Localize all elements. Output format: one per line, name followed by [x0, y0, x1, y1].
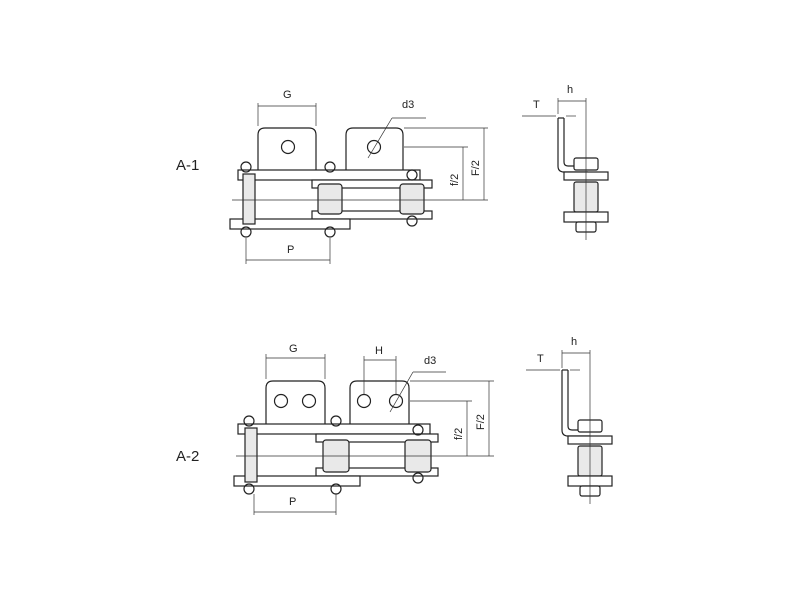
a1-hole-left — [280, 139, 296, 155]
a2-pin-head-bottom — [243, 483, 255, 495]
a2-hole-left-2 — [301, 393, 317, 409]
a2-attachment-plate-left — [265, 380, 326, 429]
a2-dim-h: h — [571, 336, 577, 348]
a2-end-view: T h — [526, 336, 613, 504]
a1-roller-1 — [317, 183, 343, 215]
a2-hole-right-1 — [356, 393, 372, 409]
a1-attachment-plate-left — [257, 127, 317, 176]
a2-side-view: G H d3 f/2 F/2 P — [233, 343, 494, 515]
a2-d3-leader — [389, 371, 414, 413]
a2-dim-F2: F/2 — [475, 414, 487, 430]
a1-dim-h: h — [567, 84, 573, 96]
a1-side-view: G d3 f/2 F/2 P — [229, 89, 488, 264]
a2-pin-head-right — [412, 424, 424, 436]
a1-bent-tab-inner — [563, 118, 588, 167]
a1-dim-t: T — [533, 99, 540, 111]
a1-pin-head-bottom — [240, 226, 252, 238]
a2-dim-d3: d3 — [424, 355, 436, 367]
a1-pin-head-right — [406, 169, 418, 181]
a1-pin-head-mid-top — [324, 161, 336, 173]
a2-hole-right-2 — [388, 393, 404, 409]
a2-inner-plate-top — [315, 433, 439, 443]
a1-dim-d3: d3 — [402, 99, 414, 111]
a1-inner-plate-bottom — [311, 210, 433, 220]
a1-link-plate-bottom — [229, 218, 351, 230]
a2-pin-head-top — [243, 415, 255, 427]
a1-dim-F2: F/2 — [470, 160, 482, 176]
a2-dim-h-pitch: H — [375, 345, 383, 357]
a1-d3-leader — [367, 117, 393, 159]
section-a1: A-1 — [176, 84, 609, 264]
a1-attachment-plate-right — [345, 127, 404, 176]
a2-hole-left-1 — [273, 393, 289, 409]
a2-dim-t: T — [537, 353, 544, 365]
a1-pin-head-mid-bottom — [324, 226, 336, 238]
a1-roller-2 — [399, 183, 425, 215]
a1-dim-f2: f/2 — [449, 174, 461, 186]
a1-end-view: T h — [522, 84, 609, 240]
a1-dim-g: G — [283, 89, 292, 101]
a1-dim-p: P — [287, 244, 294, 256]
a2-dim-f2: f/2 — [453, 428, 465, 440]
a1-pin-end — [242, 173, 256, 225]
a2-pin-end — [244, 427, 258, 483]
section-label-a2: A-2 — [176, 448, 199, 465]
a2-dim-g: G — [289, 343, 298, 355]
a2-dim-p: P — [289, 496, 296, 508]
section-label-a1: A-1 — [176, 157, 199, 174]
a2-inner-plate-bottom — [315, 467, 439, 477]
a2-link-plate-bottom — [233, 475, 361, 487]
a2-pin-head-right-low — [412, 472, 424, 484]
a2-bent-tab-inner — [567, 370, 590, 431]
a1-pin-head-top — [240, 161, 252, 173]
a2-attachment-plate-right — [349, 380, 410, 429]
a1-inner-plate-top — [311, 179, 433, 189]
a1-pin-head-right-low — [406, 215, 418, 227]
a1-hole-right — [366, 139, 382, 155]
a2-pin-head-mid-top — [330, 415, 342, 427]
section-a2: A-2 G — [176, 336, 613, 515]
